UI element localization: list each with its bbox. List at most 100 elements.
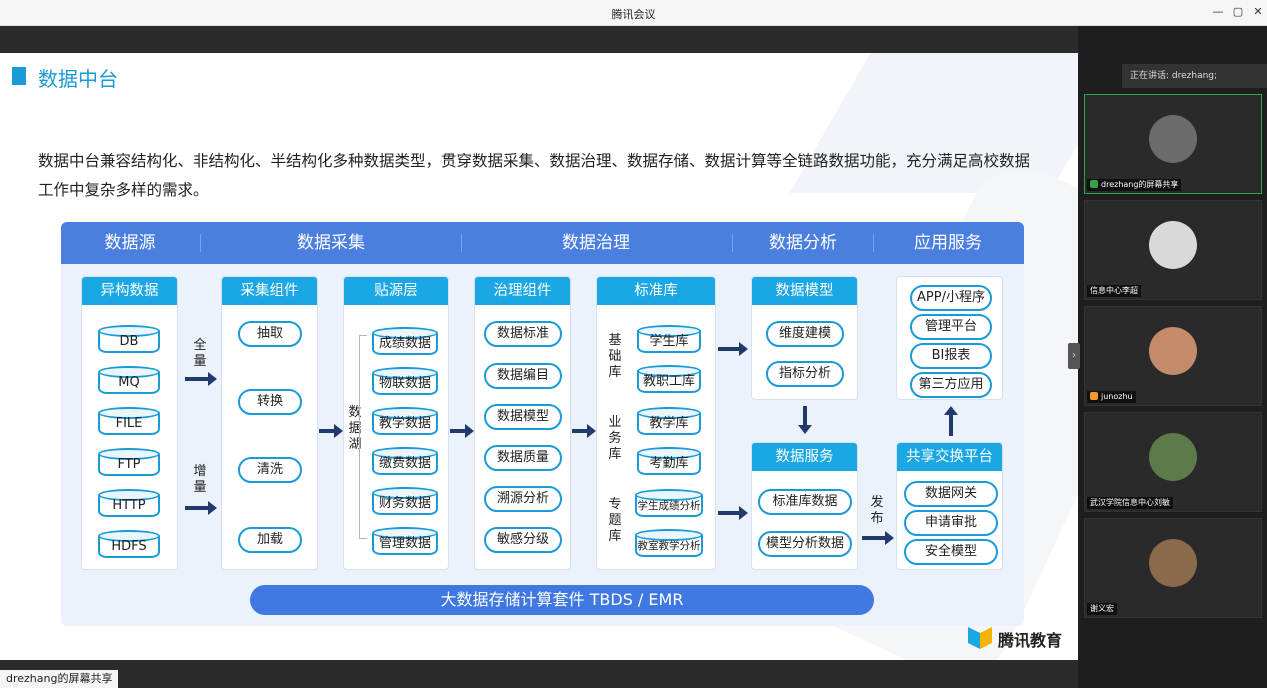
model-card-title: 数据模型 xyxy=(752,277,857,305)
source-ftp: FTP xyxy=(98,448,160,476)
tencent-education-logo-icon xyxy=(968,627,992,649)
model-card: 数据模型 维度建模 指标分析 xyxy=(751,276,858,400)
shared-slide: 数据中台 数据中台兼容结构化、非结构化、半结构化多种数据类型，贯穿数据采集、数据… xyxy=(0,53,1078,660)
slide-title-text: 数据中台 xyxy=(38,67,118,91)
participant-tile[interactable]: 信息中心李超 xyxy=(1084,200,1262,300)
govern-card-title: 治理组件 xyxy=(475,277,570,305)
publish-label: 发 布 xyxy=(870,495,884,526)
source-db: DB xyxy=(98,325,160,353)
source-mq: MQ xyxy=(98,366,160,394)
layer-management: 管理数据 xyxy=(372,527,438,555)
slide-intro: 数据中台兼容结构化、非结构化、半结构化多种数据类型，贯穿数据采集、数据治理、数据… xyxy=(38,152,1031,199)
layer-score: 成绩数据 xyxy=(372,327,438,355)
collect-transform: 转换 xyxy=(238,389,302,415)
source-hdfs: HDFS xyxy=(98,530,160,558)
service-model-data: 模型分析数据 xyxy=(758,531,852,557)
model-metric: 指标分析 xyxy=(766,361,844,387)
header-divider xyxy=(873,234,874,252)
govern-sensitive: 敏感分级 xyxy=(484,527,562,553)
avatar xyxy=(1149,221,1197,269)
layer-finance: 财务数据 xyxy=(372,487,438,515)
service-card: 数据服务 标准库数据 模型分析数据 xyxy=(751,442,858,570)
collect-load: 加载 xyxy=(238,527,302,553)
app-admin-platform: 管理平台 xyxy=(910,314,992,340)
arrow-right-icon xyxy=(862,531,894,545)
apps-card: APP/小程序 管理平台 BI报表 第三方应用 xyxy=(896,276,1003,400)
participant-name-tag: 谢义宏 xyxy=(1087,603,1117,615)
close-icon[interactable]: ✕ xyxy=(1253,5,1263,18)
lib-student: 学生库 xyxy=(637,325,701,353)
standard-library-title: 标准库 xyxy=(597,277,715,305)
source-file: FILE xyxy=(98,407,160,435)
architecture-diagram: 数据源 数据采集 数据治理 数据分析 应用服务 异构数据 DB MQ FILE … xyxy=(61,222,1024,626)
participant-tile[interactable]: drezhang的屏幕共享 xyxy=(1084,94,1262,194)
source-http: HTTP xyxy=(98,489,160,517)
group-business-label: 业 务 库 xyxy=(608,415,622,462)
participant-name: 信息中心李超 xyxy=(1090,286,1138,295)
govern-quality: 数据质量 xyxy=(484,445,562,471)
restore-icon[interactable]: ▢ xyxy=(1232,5,1244,18)
app-mini-program: APP/小程序 xyxy=(910,285,992,311)
govern-card: 治理组件 数据标准 数据编目 数据模型 数据质量 溯源分析 敏感分级 xyxy=(474,276,571,570)
speaking-indicator: 正在讲话: drezhang; xyxy=(1122,64,1267,88)
header-collect: 数据采集 xyxy=(297,233,365,253)
avatar xyxy=(1149,115,1197,163)
exchange-gateway: 数据网关 xyxy=(904,481,998,507)
source-layer-title: 贴源层 xyxy=(344,277,448,305)
layer-teaching: 教学数据 xyxy=(372,407,438,435)
title-bar: 腾讯会议 — ▢ ✕ xyxy=(0,0,1267,26)
layer-payment: 缴费数据 xyxy=(372,447,438,475)
arrow-up-icon xyxy=(944,406,958,436)
arrow-right-icon xyxy=(319,424,343,438)
participant-tile[interactable]: 谢义宏 xyxy=(1084,518,1262,618)
collect-card-title: 采集组件 xyxy=(222,277,317,305)
arrow-right-icon xyxy=(185,501,217,515)
source-card-title: 异构数据 xyxy=(82,277,177,305)
mode-full: 全 量 xyxy=(193,338,207,369)
minimize-icon[interactable]: — xyxy=(1212,5,1224,18)
header-divider xyxy=(461,234,462,252)
data-lake-label: 数 据 湖 xyxy=(348,405,362,452)
header-divider xyxy=(732,234,733,252)
participant-name-tag: junozhu xyxy=(1087,391,1136,403)
model-dimension: 维度建模 xyxy=(766,321,844,347)
diagram-header: 数据源 数据采集 数据治理 数据分析 应用服务 xyxy=(61,222,1024,264)
lib-teaching: 教学库 xyxy=(637,407,701,435)
collapse-panel-icon[interactable]: › xyxy=(1068,343,1080,369)
participant-name-tag: 信息中心李超 xyxy=(1087,285,1141,297)
govern-standard: 数据标准 xyxy=(484,321,562,347)
participant-name-tag: drezhang的屏幕共享 xyxy=(1087,179,1182,191)
header-divider xyxy=(200,234,201,252)
collect-card: 采集组件 抽取 转换 清洗 加载 xyxy=(221,276,318,570)
window-title: 腾讯会议 xyxy=(611,8,656,21)
screen-share-label: drezhang的屏幕共享 xyxy=(0,670,119,688)
group-topic-label: 专 题 库 xyxy=(608,497,622,544)
govern-trace: 溯源分析 xyxy=(484,486,562,512)
exchange-card-title: 共享交换平台 xyxy=(897,443,1002,471)
lib-staff: 教职工库 xyxy=(637,365,701,393)
storage-bar: 大数据存储计算套件 TBDS / EMR xyxy=(250,585,874,615)
header-apps: 应用服务 xyxy=(914,233,982,253)
source-layer-card: 贴源层 数 据 湖 成绩数据 物联数据 教学数据 缴费数据 财务数据 管理数据 xyxy=(343,276,449,570)
header-source: 数据源 xyxy=(104,233,156,253)
group-basic-label: 基 础 库 xyxy=(608,333,622,380)
app-bi-report: BI报表 xyxy=(910,343,992,369)
govern-model: 数据模型 xyxy=(484,404,562,430)
govern-catalog: 数据编目 xyxy=(484,363,562,389)
participant-name-tag: 武汉学院信息中心刘敏 xyxy=(1087,497,1173,509)
layer-iot: 物联数据 xyxy=(372,367,438,395)
brand-text: 腾讯教育 xyxy=(998,631,1063,650)
service-standard-data: 标准库数据 xyxy=(758,489,852,515)
avatar xyxy=(1149,327,1197,375)
header-analysis: 数据分析 xyxy=(769,233,837,253)
participant-tile[interactable]: junozhu xyxy=(1084,306,1262,406)
arrow-right-icon xyxy=(572,424,596,438)
arrow-down-icon xyxy=(798,406,812,434)
exchange-card: 共享交换平台 数据网关 申请审批 安全模型 xyxy=(896,442,1003,570)
participant-name: junozhu xyxy=(1101,392,1133,401)
avatar xyxy=(1149,539,1197,587)
standard-library-card: 标准库 基 础 库 学生库 教职工库 业 务 库 教学库 考勤库 专 题 库 学… xyxy=(596,276,716,570)
participant-name: drezhang的屏幕共享 xyxy=(1101,180,1179,189)
participant-tile[interactable]: 武汉学院信息中心刘敏 xyxy=(1084,412,1262,512)
service-card-title: 数据服务 xyxy=(752,443,857,471)
